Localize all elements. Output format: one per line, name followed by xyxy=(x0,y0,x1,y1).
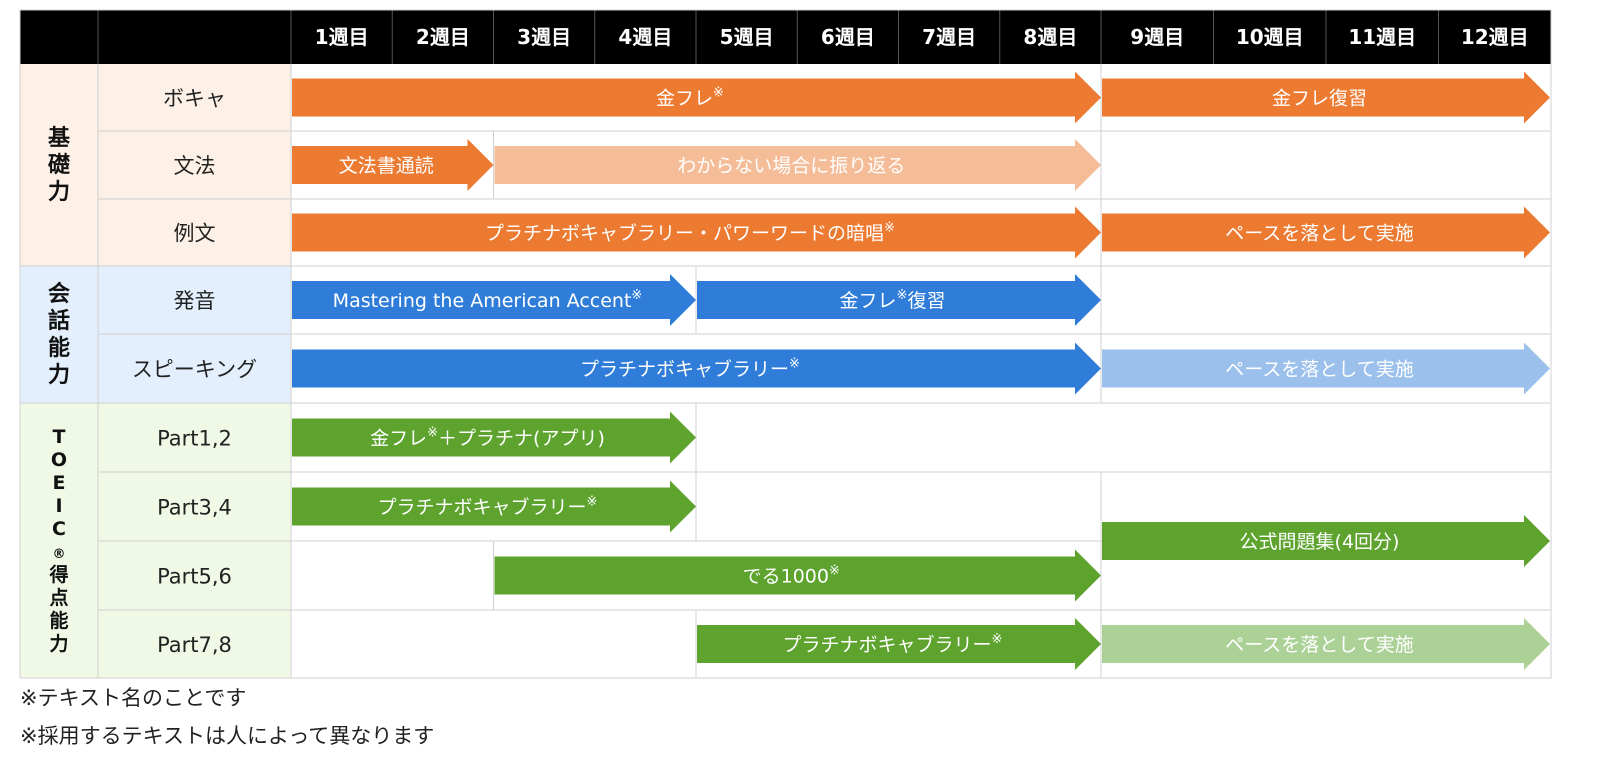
footnote-varies: ※採用するテキストは人によって異なります xyxy=(20,724,435,748)
week-header-4: 4週目 xyxy=(618,25,672,49)
plan-bar-arrow xyxy=(292,71,1101,124)
plan-bar-label: プラチナボキャブラリー※ xyxy=(378,495,598,519)
row-label: スピーキング xyxy=(132,358,257,382)
plan-bar-arrow xyxy=(292,342,1101,395)
plan-bar-label: ペースを落として実施 xyxy=(1225,634,1413,656)
week-header-7: 7週目 xyxy=(922,25,976,49)
row-label: Part7,8 xyxy=(157,633,232,657)
category-label: 基礎力 xyxy=(48,126,71,205)
row-label: ボキャ xyxy=(163,87,226,111)
plan-bar-label: 金フレ復習 xyxy=(1272,88,1367,110)
plan-bar-arrow xyxy=(292,206,1101,259)
row-label: Part1,2 xyxy=(157,427,232,451)
week-header-10: 10週目 xyxy=(1236,25,1304,49)
plan-bar-arrow xyxy=(1102,515,1550,567)
footnote-text-name: ※テキスト名のことです xyxy=(20,686,247,710)
week-header-3: 3週目 xyxy=(517,25,571,49)
row-label: 文法 xyxy=(174,154,216,178)
week-header-12: 12週目 xyxy=(1461,25,1529,49)
plan-bar-arrow xyxy=(697,274,1101,326)
row-label: Part5,6 xyxy=(157,565,232,589)
plan-bar-arrow xyxy=(292,139,494,191)
plan-bar-label: Mastering the American Accent※ xyxy=(333,288,643,312)
plan-bar-arrow xyxy=(292,411,696,464)
week-header-1: 1週目 xyxy=(315,25,369,49)
row-label: Part3,4 xyxy=(157,496,232,520)
plan-bar-label: プラチナボキャブラリー※ xyxy=(580,357,800,381)
plan-bar-arrow xyxy=(1102,618,1550,670)
week-header-9: 9週目 xyxy=(1130,25,1184,49)
study-plan-chart: 1週目 2週目 3週目 4週目 5週目 6週目 7週目 8週目 9週目 10週目 11週目 12週目基… xyxy=(19,9,1552,679)
week-header-5: 5週目 xyxy=(720,25,774,49)
plan-bar-arrow xyxy=(292,480,696,533)
category-label: 会話能力 xyxy=(48,281,70,388)
plan-bar-label: 金フレ※ xyxy=(656,86,724,110)
plan-bar-arrow xyxy=(494,139,1101,191)
category-cell xyxy=(20,64,291,266)
plan-bar-label: ペースを落として実施 xyxy=(1225,223,1413,245)
plan-bar-arrow xyxy=(494,549,1101,602)
week-header-11: 11週目 xyxy=(1348,25,1416,49)
week-header-2: 2週目 xyxy=(416,25,470,49)
plan-bar-label: ペースを落として実施 xyxy=(1225,359,1413,381)
grid-border xyxy=(19,9,1552,679)
plan-bar-label: 文法書通読 xyxy=(339,155,434,177)
plan-bar-label: 金フレ※復習 xyxy=(840,288,946,312)
plan-bar-arrow xyxy=(292,274,696,326)
plan-bar-label: 公式問題集(4回分) xyxy=(1240,531,1400,553)
plan-bar-arrow xyxy=(1102,206,1550,259)
plan-bar-arrow xyxy=(1102,71,1550,124)
header-bar xyxy=(20,10,1551,64)
plan-bar-label: でる1000※ xyxy=(743,564,840,588)
week-header-8: 8週目 xyxy=(1023,25,1077,49)
plan-bar-label: 金フレ※＋プラチナ(アプリ) xyxy=(370,426,605,450)
row-label: 例文 xyxy=(174,222,216,246)
plan-bar-arrow xyxy=(1102,342,1550,395)
plan-bar-label: プラチナボキャブラリー※ xyxy=(783,632,1003,656)
plan-bar-label: わからない場合に振り返る xyxy=(677,155,905,177)
week-header-6: 6週目 xyxy=(821,25,875,49)
plan-bar-arrow xyxy=(697,618,1101,670)
row-label: 発音 xyxy=(174,289,216,313)
plan-bar-label: プラチナボキャブラリー・パワーワードの暗唱※ xyxy=(485,221,895,245)
